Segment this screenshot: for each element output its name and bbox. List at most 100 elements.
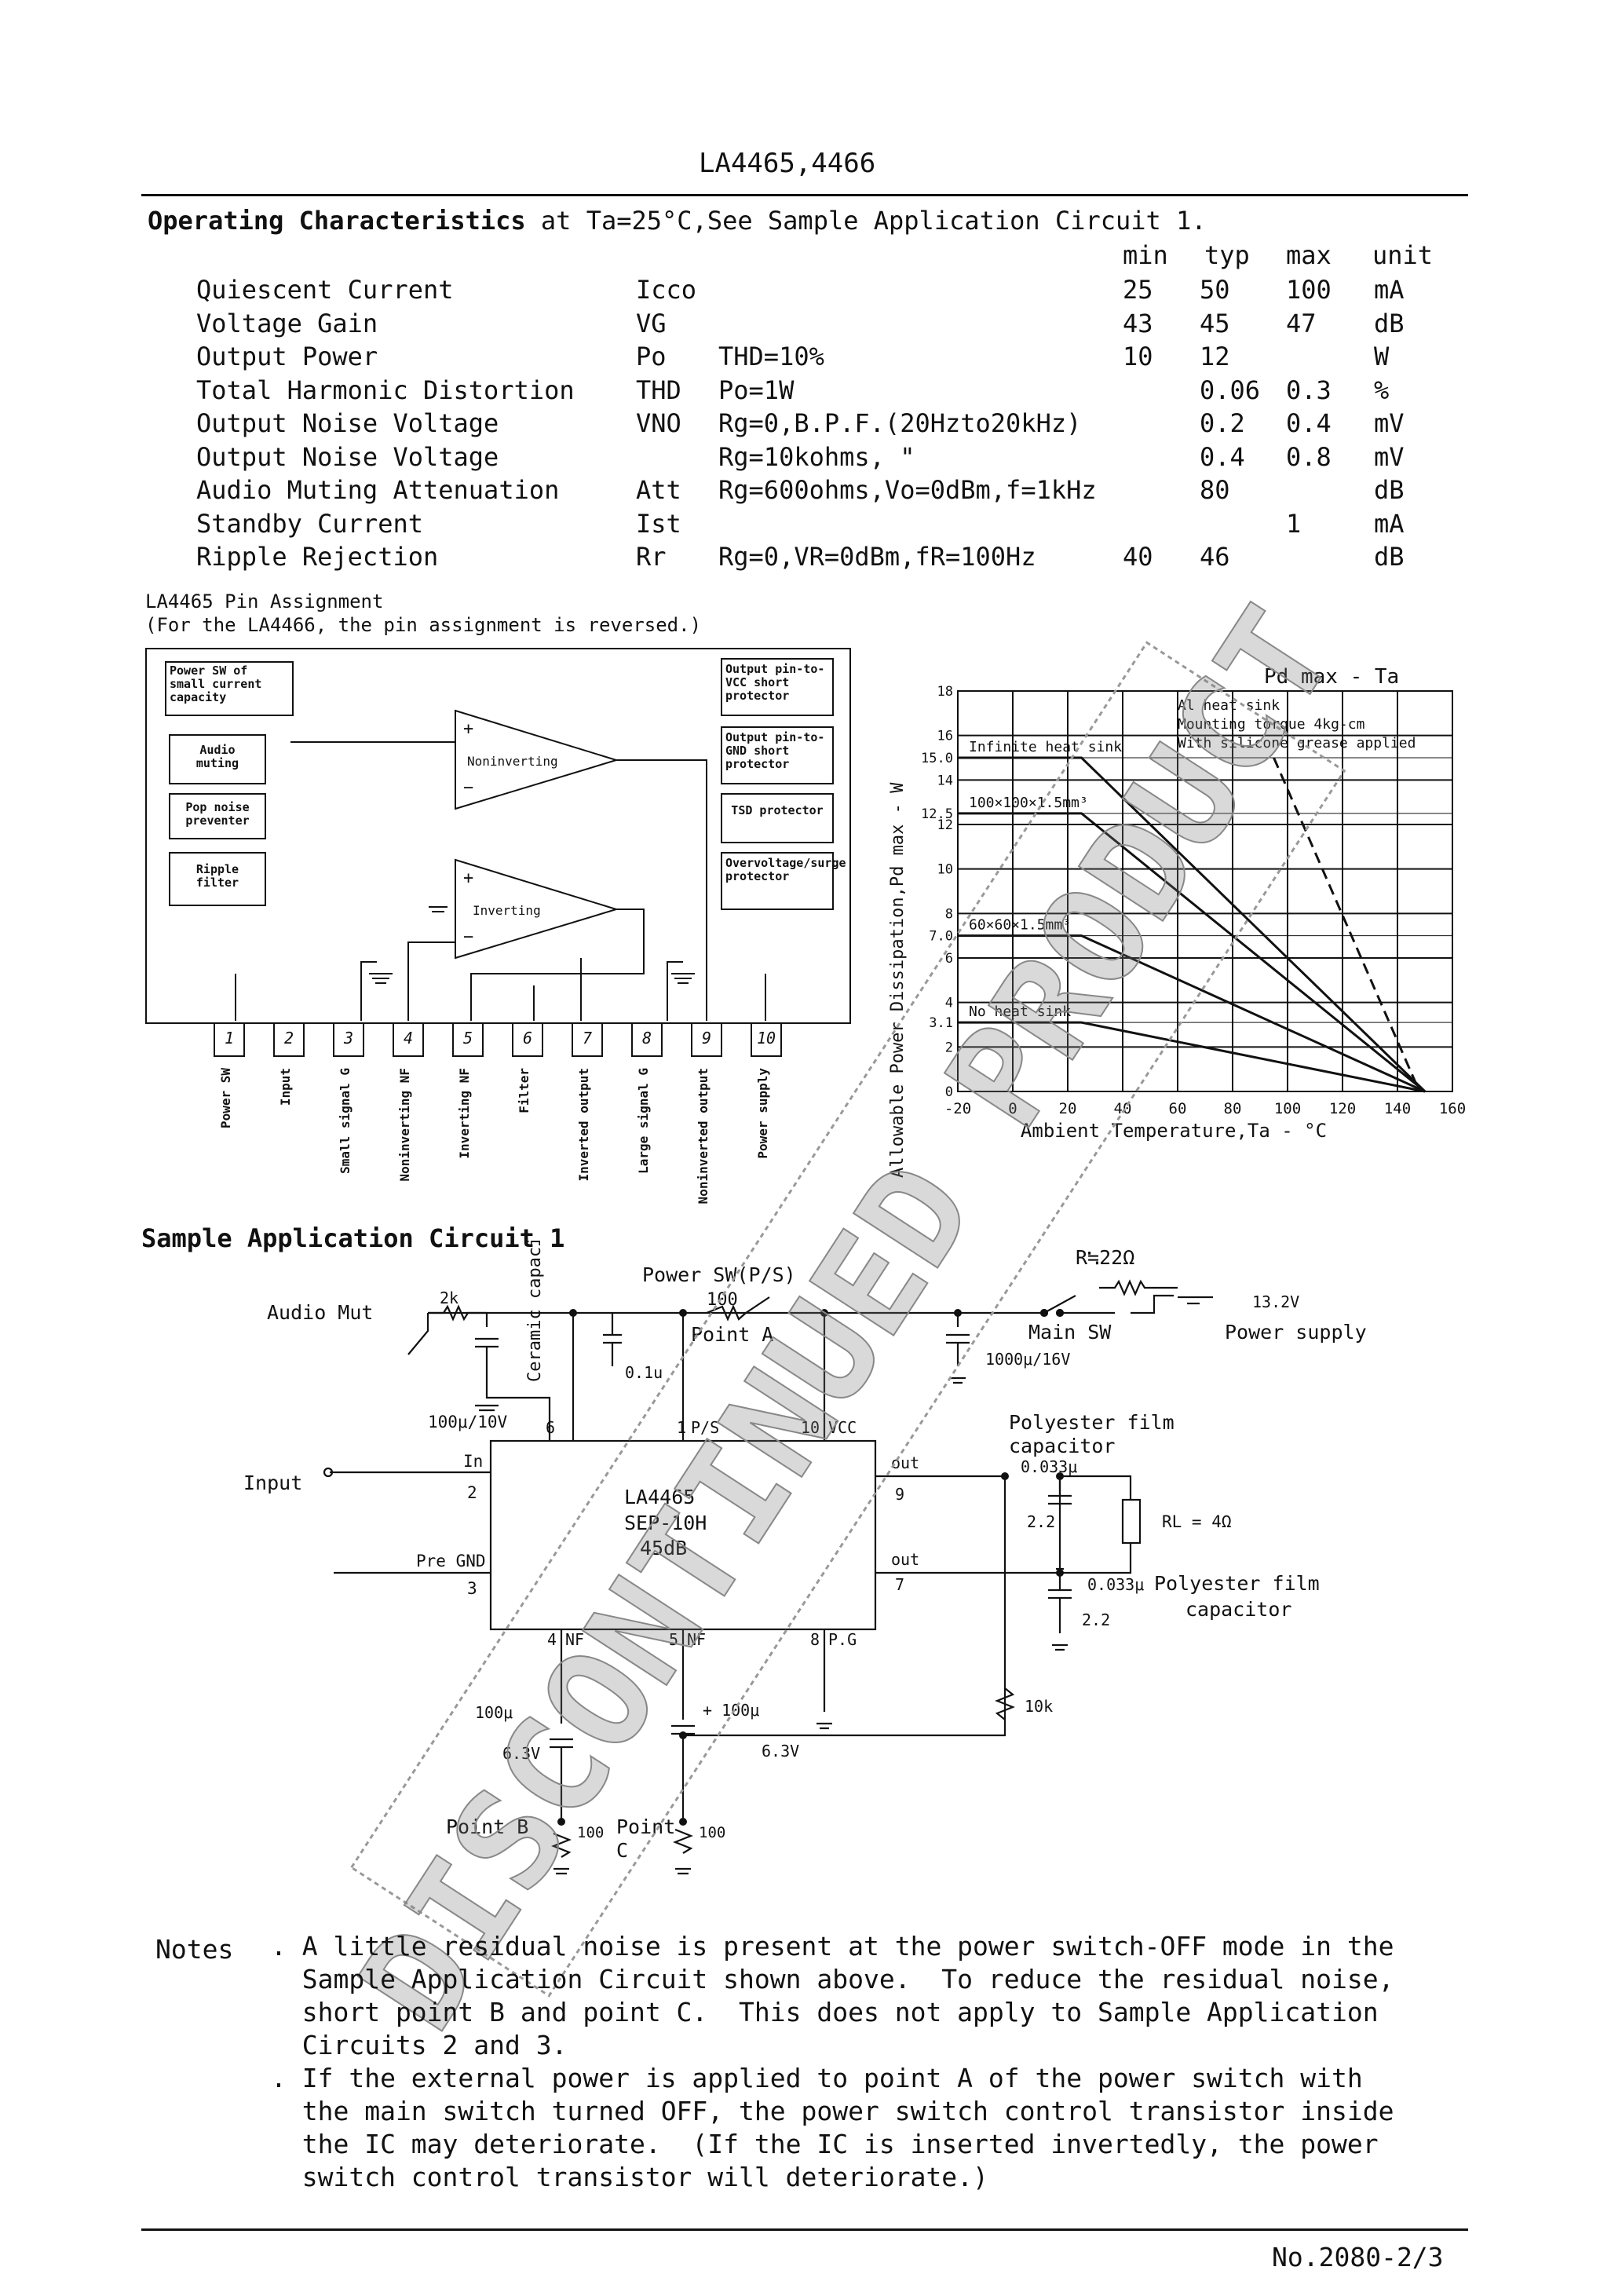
op-char-title: Operating Characteristics: [148, 206, 526, 236]
amp-plus-sign: +: [463, 868, 473, 888]
point-a-label: Point A: [691, 1323, 773, 1346]
chart-title: Pd max - Ta: [1264, 665, 1399, 689]
op-char-cell-typ: 45: [1200, 308, 1230, 338]
c100-10-label: 100μ/10V: [428, 1413, 508, 1431]
op-char-cell-max: 0.4: [1286, 408, 1332, 438]
op-char-cell-cond: Po=1W: [718, 375, 795, 405]
chart-y-tick: 3.1: [929, 1015, 953, 1031]
chart-series-line: [958, 1021, 1426, 1093]
op-char-cell-unit: dB: [1374, 542, 1405, 572]
chart-series-label: 60×60×1.5mm³: [969, 917, 1071, 934]
op-char-cell-unit: %: [1374, 375, 1390, 405]
op-char-cell-max: 0.3: [1286, 375, 1332, 405]
pin-name: Noninverting NF: [397, 1068, 412, 1182]
note-item-1: . A little residual noise is present at …: [271, 1931, 1394, 2060]
chart-x-tick: 20: [1059, 1100, 1077, 1117]
left-box-label: Ripple filter: [195, 862, 239, 890]
pin1-label: 1: [677, 1418, 686, 1437]
op-char-cell-unit: mV: [1374, 408, 1405, 438]
op-char-cell-sym: VNO: [636, 408, 681, 438]
chart-x-tick: 40: [1114, 1100, 1132, 1117]
chart-y-tick: 15.0: [921, 751, 953, 766]
pin-box: 7: [572, 1022, 603, 1057]
c100-63b-label: + 100μ: [703, 1701, 759, 1720]
op-char-cell-cond: Rg=10kohms, ": [718, 441, 915, 472]
r22a-label: 2.2: [1027, 1512, 1055, 1531]
pg-label: P.G: [828, 1630, 857, 1649]
pin-number: 10: [756, 1029, 776, 1047]
chart-y-tick: 14: [937, 773, 953, 788]
c0033a-label: 0.033μ: [1021, 1457, 1077, 1476]
chart-y-tick: 2: [945, 1040, 953, 1055]
op-char-cell-cond: Rg=600ohms,Vo=0dBm,f=1kHz: [718, 475, 1097, 505]
r22-label: R≒22Ω: [1076, 1246, 1134, 1269]
pin-box: 4: [393, 1022, 424, 1057]
pin-box: 5: [452, 1022, 484, 1057]
pin-number: 7: [582, 1029, 593, 1047]
left-box-label: Power SW of small current capacity: [170, 664, 262, 704]
nf1-label: NF: [565, 1630, 584, 1649]
op-char-cell-name: Quiescent Current: [196, 275, 454, 305]
ic-package-label: SEP-10H: [624, 1512, 707, 1534]
out1-label: out: [891, 1453, 919, 1472]
op-char-cell-cond: Rg=0,B.P.F.(20Hzto20kHz): [718, 408, 1082, 438]
notes-label: Notes: [155, 1934, 234, 1965]
chart-x-tick: 100: [1274, 1100, 1301, 1117]
pin-number: 2: [283, 1029, 294, 1047]
main-sw-label: Main SW: [1028, 1321, 1112, 1344]
op-char-cell-typ: 0.2: [1200, 408, 1245, 438]
pin-name: Inverting NF: [457, 1068, 472, 1159]
col-header-max: max: [1286, 240, 1332, 270]
op-char-cell-name: Ripple Rejection: [196, 542, 439, 572]
in-label: In: [463, 1452, 483, 1471]
amp-minus-sign: −: [463, 778, 473, 798]
chart-series-line: [958, 812, 1426, 1093]
chart-y-tick: 18: [937, 684, 953, 700]
amp-inv-label: Inverting: [473, 903, 541, 918]
op-char-condition: at Ta=25°C,See Sample Application Circui…: [540, 206, 1207, 236]
op-char-heading: Operating Characteristics at Ta=25°C,See…: [148, 206, 1207, 236]
point-c-label: Point: [616, 1815, 675, 1838]
chart-y-tick: 8: [945, 906, 953, 922]
op-char-cell-unit: dB: [1374, 308, 1405, 338]
op-char-cell-sym: Po: [636, 342, 667, 371]
v132-label: 13.2V: [1252, 1292, 1299, 1311]
chart-x-tick: 60: [1169, 1100, 1187, 1117]
chart-x-tick: 120: [1329, 1100, 1356, 1117]
r10k-label: 10k: [1025, 1697, 1053, 1716]
op-char-cell-min: 40: [1123, 542, 1153, 572]
op-char-cell-unit: mA: [1374, 275, 1405, 305]
polyfilm2-label: Polyester film: [1154, 1572, 1320, 1595]
op-char-cell-sym: Att: [636, 475, 681, 505]
pin-box: 3: [333, 1022, 364, 1057]
pin-number: 9: [701, 1029, 712, 1047]
op-char-cell-min: 25: [1123, 275, 1153, 305]
pin2-label: 2: [467, 1483, 477, 1502]
chart-x-tick: 80: [1224, 1100, 1242, 1117]
ic-gain-label: 45dB: [640, 1537, 687, 1559]
c100-63a-v-label: 6.3V: [502, 1744, 540, 1763]
pin-name: Large signal G: [636, 1068, 651, 1174]
chart-legend-note: Mounting torque 4kg-cm: [1178, 716, 1364, 733]
pin-box: 1: [214, 1022, 245, 1057]
application-circuit: Audio Mut 2k Ceramic capacitor Power SW(…: [243, 1241, 1367, 1875]
pin6-label: 6: [546, 1418, 555, 1437]
amp-minus-sign: −: [463, 927, 473, 947]
col-header-unit: unit: [1372, 240, 1434, 270]
op-char-cell-cond: Rg=0,VR=0dBm,fR=100Hz: [718, 542, 1036, 572]
chart-legend-note: Al heat sink: [1178, 697, 1280, 714]
op-char-cell-sym: Icco: [636, 275, 697, 305]
pin-box: 6: [512, 1022, 543, 1057]
op-char-cell-name: Voltage Gain: [196, 308, 378, 338]
power-sw-label: Power SW(P/S): [642, 1263, 796, 1286]
left-box-label: Pop noise preventer: [185, 800, 250, 828]
pin-name: Inverted output: [576, 1068, 591, 1182]
pin-name: Input: [278, 1068, 293, 1106]
op-char-cell-name: Output Noise Voltage: [196, 441, 499, 472]
op-char-cell-sym: Rr: [636, 542, 667, 572]
ic-body: [489, 1439, 877, 1631]
rl-label: RL = 4Ω: [1162, 1512, 1232, 1531]
